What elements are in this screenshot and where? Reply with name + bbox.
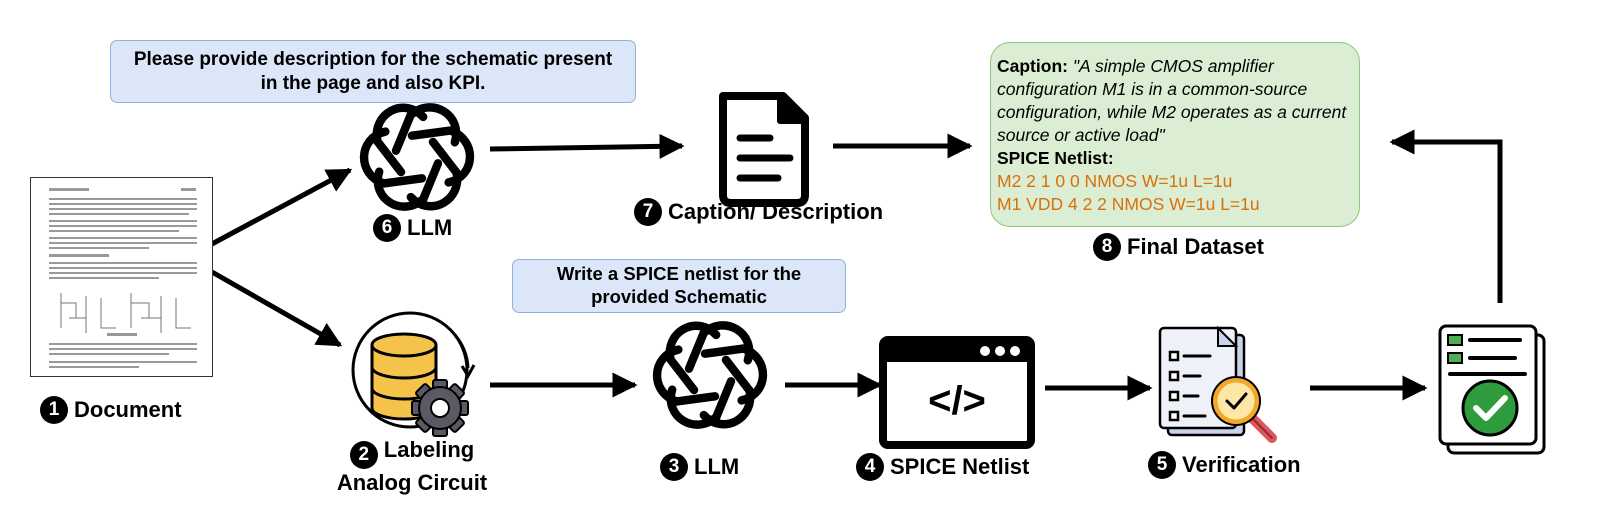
code-window-icon: </> [879,336,1035,449]
arrows [208,129,1503,401]
arrow-document-to-labeling [210,269,343,348]
svg-text:</>: </> [928,379,986,423]
final-dataset-box: Caption: "A simple CMOS amplifier config… [990,42,1360,227]
llm-knot-icon [354,98,479,216]
step-text: Final Dataset [1127,234,1264,259]
step-text: Caption/ Description [668,199,884,224]
step-text: Verification [1182,452,1301,477]
step-label-caption: 7 Caption/ Description [634,198,883,226]
arrow-dataset-to-final [1389,129,1503,303]
step-label-llm6: 6 LLM [373,214,452,242]
step-number: 5 [1148,451,1176,479]
step-number: 1 [40,396,68,424]
step-number: 7 [634,198,662,226]
llm-knot-icon [647,316,772,434]
step-text: LLM [407,215,453,240]
caption-text: Caption: "A simple CMOS amplifier config… [997,55,1349,147]
caption-value: "A simple CMOS amplifier configuration M… [997,56,1347,145]
step-text: LLM [694,454,740,479]
netlist-line: M2 2 1 0 0 NMOS W=1u L=1u [997,171,1233,191]
caption-key: Caption: [997,56,1068,76]
netlist-line: M1 VDD 4 2 2 NMOS W=1u L=1u [997,194,1260,214]
step-label-verification: 5 Verification [1148,451,1301,479]
database-gear-icon [351,311,476,437]
text-file-icon [719,92,809,207]
netlist-prompt-text: Write a SPICE netlist for the provided S… [556,263,802,307]
step-label-llm3: 3 LLM [660,453,739,481]
description-prompt-text: Please provide description for the schem… [133,49,613,94]
step-number: 3 [660,453,688,481]
step-number: 4 [856,453,884,481]
clipboard-magnifier-icon [1158,325,1277,443]
description-prompt-box: Please provide description for the schem… [110,40,636,103]
step-number: 6 [373,214,401,242]
step-label-spice-netlist: 4 SPICE Netlist [856,453,1029,481]
step-text: Labeling Analog Circuit [336,437,488,495]
step-label-document: 1 Document [40,396,182,424]
verified-list-icon [1438,324,1546,455]
step-number: 8 [1093,233,1121,261]
arrow-document-to-llm6 [208,167,353,248]
document-page-icon [30,177,213,377]
netlist-key: SPICE Netlist: [997,148,1114,168]
step-number: 2 [349,441,378,469]
arrow-llm6-to-caption [489,133,685,159]
netlist-prompt-box: Write a SPICE netlist for the provided S… [512,259,846,313]
step-label-final-dataset: 8 Final Dataset [1093,233,1264,261]
step-text: SPICE Netlist [890,454,1030,479]
step-text: Document [74,397,182,422]
